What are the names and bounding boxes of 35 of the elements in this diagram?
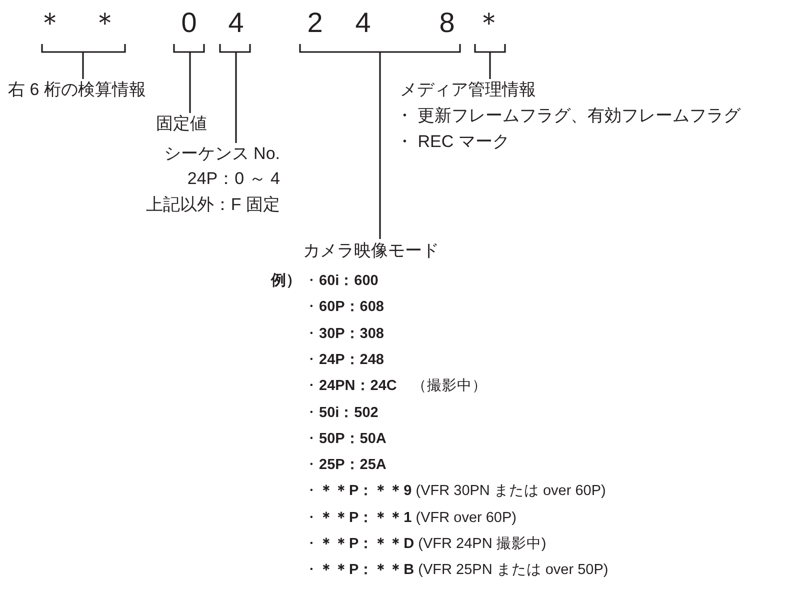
annotation-label: カメラ映像モード bbox=[303, 241, 439, 262]
annotation-label: 上記以外：F 固定 bbox=[146, 195, 280, 216]
annotation-label: ・ REC マーク bbox=[396, 132, 510, 152]
code-digit: ＊ bbox=[475, 6, 503, 40]
list-item: ・24PN：24C （撮影中） bbox=[304, 378, 487, 396]
leader-line bbox=[299, 43, 461, 240]
list-item: ・＊＊P：＊＊9 (VFR 30PN または over 60P) bbox=[304, 483, 606, 501]
list-item: ・25P：25A bbox=[304, 457, 386, 474]
code-digit: 4 bbox=[355, 6, 371, 40]
list-item: ・＊＊P：＊＊D (VFR 24PN 撮影中) bbox=[304, 536, 546, 554]
leader-line bbox=[474, 43, 506, 80]
code-digit: 0 bbox=[181, 6, 197, 40]
list-item: ・60P：608 bbox=[304, 299, 384, 317]
code-digit: ＊ bbox=[36, 6, 64, 40]
list-item: ・＊＊P：＊＊1 (VFR over 60P) bbox=[304, 510, 516, 528]
leader-line bbox=[173, 43, 205, 114]
annotation-label: 固定値 bbox=[156, 114, 207, 134]
list-item: ・50i：502 bbox=[304, 404, 378, 422]
list-item: ・＊＊P：＊＊B (VFR 25PN または over 50P) bbox=[304, 562, 608, 580]
example-label: 例） bbox=[271, 272, 301, 290]
annotation-label: 24P：0 ～ 4 bbox=[187, 169, 280, 190]
annotation-label: 右 6 桁の検算情報 bbox=[8, 80, 146, 100]
code-digit: 4 bbox=[228, 6, 244, 40]
leader-line bbox=[219, 43, 251, 144]
list-item: ・24P：248 bbox=[304, 352, 384, 370]
code-digit: 2 bbox=[307, 6, 323, 40]
list-item: ・50P：50A bbox=[304, 430, 386, 448]
code-digit: 8 bbox=[439, 6, 455, 40]
annotation-label: メディア管理情報 bbox=[400, 80, 536, 100]
leader-line bbox=[41, 43, 126, 80]
list-item: ・60i：600 bbox=[304, 273, 378, 290]
code-digit: ＊ bbox=[91, 6, 119, 40]
annotation-label: ・ 更新フレームフラグ、有効フレームフラグ bbox=[396, 106, 741, 126]
list-item: ・30P：308 bbox=[304, 326, 384, 343]
annotation-label: シーケンス No. bbox=[164, 144, 280, 164]
